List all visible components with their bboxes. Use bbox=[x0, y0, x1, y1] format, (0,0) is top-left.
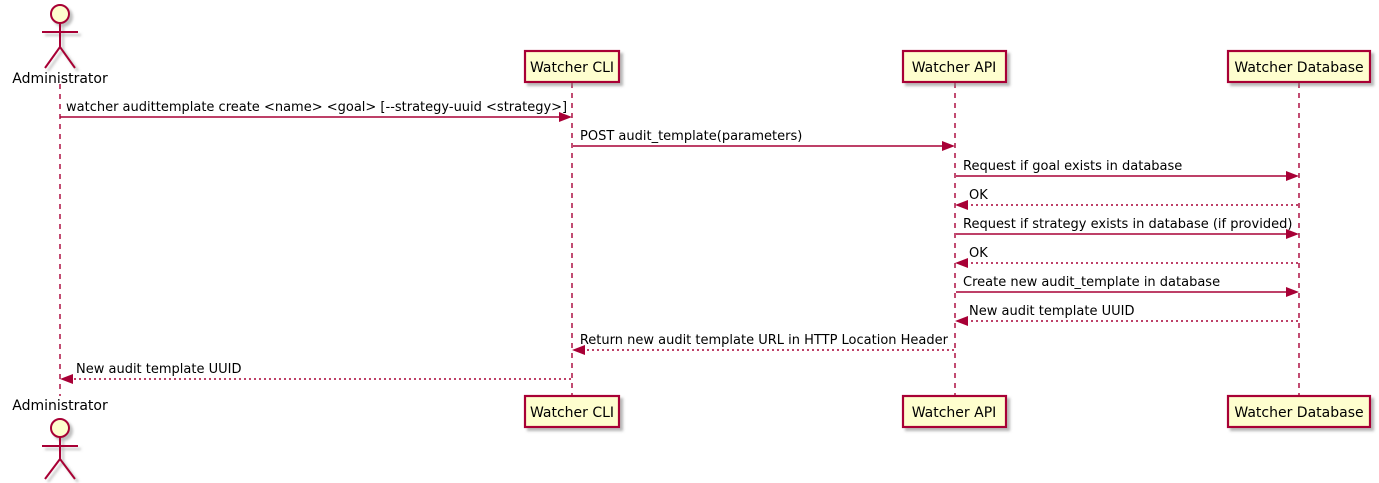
message-label-1: watcher audittemplate create <name> <goa… bbox=[66, 100, 567, 115]
actor-figure-bottom bbox=[42, 418, 78, 480]
participant-watcher-api-bottom[interactable]: Watcher API bbox=[901, 394, 1008, 429]
participant-label-watcher-database-bottom: Watcher Database bbox=[1234, 405, 1363, 421]
participant-label-watcher-cli-bottom: Watcher CLI bbox=[530, 405, 614, 421]
actor-figure-top bbox=[42, 4, 78, 69]
message-4[interactable]: OK bbox=[955, 188, 1298, 210]
lifelines bbox=[59, 83, 1300, 396]
participant-label-administrator-top: Administrator bbox=[12, 71, 108, 87]
participant-box-watcher-cli-bottom[interactable] bbox=[523, 394, 621, 429]
participant-label-watcher-api-bottom: Watcher API bbox=[912, 405, 997, 421]
participant-watcher-api-top[interactable]: Watcher API bbox=[901, 49, 1008, 84]
message-7[interactable]: Create new audit_template in database bbox=[956, 275, 1299, 297]
participant-box-watcher-api-top[interactable] bbox=[901, 49, 1008, 84]
message-label-2: POST audit_template(parameters) bbox=[580, 129, 802, 144]
participant-box-watcher-database-top[interactable] bbox=[1226, 49, 1372, 84]
message-label-8: New audit template UUID bbox=[969, 304, 1134, 319]
participant-label-watcher-api-top: Watcher API bbox=[912, 60, 997, 76]
message-10[interactable]: New audit template UUID bbox=[60, 362, 571, 384]
message-label-3: Request if goal exists in database bbox=[963, 159, 1182, 174]
participant-label-administrator-bottom: Administrator bbox=[12, 398, 108, 414]
participant-administrator-bottom[interactable]: Administrator bbox=[12, 398, 108, 480]
message-5[interactable]: Request if strategy exists in database (… bbox=[956, 217, 1299, 239]
message-label-4: OK bbox=[969, 188, 988, 203]
participant-box-watcher-database-bottom[interactable] bbox=[1226, 394, 1372, 429]
participant-administrator-top[interactable]: Administrator bbox=[12, 4, 108, 87]
participant-label-watcher-database-top: Watcher Database bbox=[1234, 60, 1363, 76]
participant-box-watcher-cli-top[interactable] bbox=[523, 49, 621, 84]
message-label-7: Create new audit_template in database bbox=[963, 275, 1220, 290]
message-8[interactable]: New audit template UUID bbox=[955, 304, 1298, 326]
message-label-9: Return new audit template URL in HTTP Lo… bbox=[580, 333, 949, 348]
participant-box-watcher-api-bottom[interactable] bbox=[901, 394, 1008, 429]
message-9[interactable]: Return new audit template URL in HTTP Lo… bbox=[572, 333, 954, 355]
participant-watcher-database-top[interactable]: Watcher Database bbox=[1226, 49, 1372, 84]
message-1[interactable]: watcher audittemplate create <name> <goa… bbox=[60, 100, 572, 122]
message-3[interactable]: Request if goal exists in database bbox=[956, 159, 1299, 181]
message-2[interactable]: POST audit_template(parameters) bbox=[573, 129, 955, 151]
message-label-6: OK bbox=[969, 246, 988, 261]
participant-label-watcher-cli-top: Watcher CLI bbox=[530, 60, 614, 76]
participant-watcher-database-bottom[interactable]: Watcher Database bbox=[1226, 394, 1372, 429]
message-6[interactable]: OK bbox=[955, 246, 1298, 268]
participant-watcher-cli-top[interactable]: Watcher CLI bbox=[523, 49, 621, 84]
participant-watcher-cli-bottom[interactable]: Watcher CLI bbox=[523, 394, 621, 429]
message-label-10: New audit template UUID bbox=[76, 362, 241, 377]
message-label-5: Request if strategy exists in database (… bbox=[963, 217, 1292, 232]
